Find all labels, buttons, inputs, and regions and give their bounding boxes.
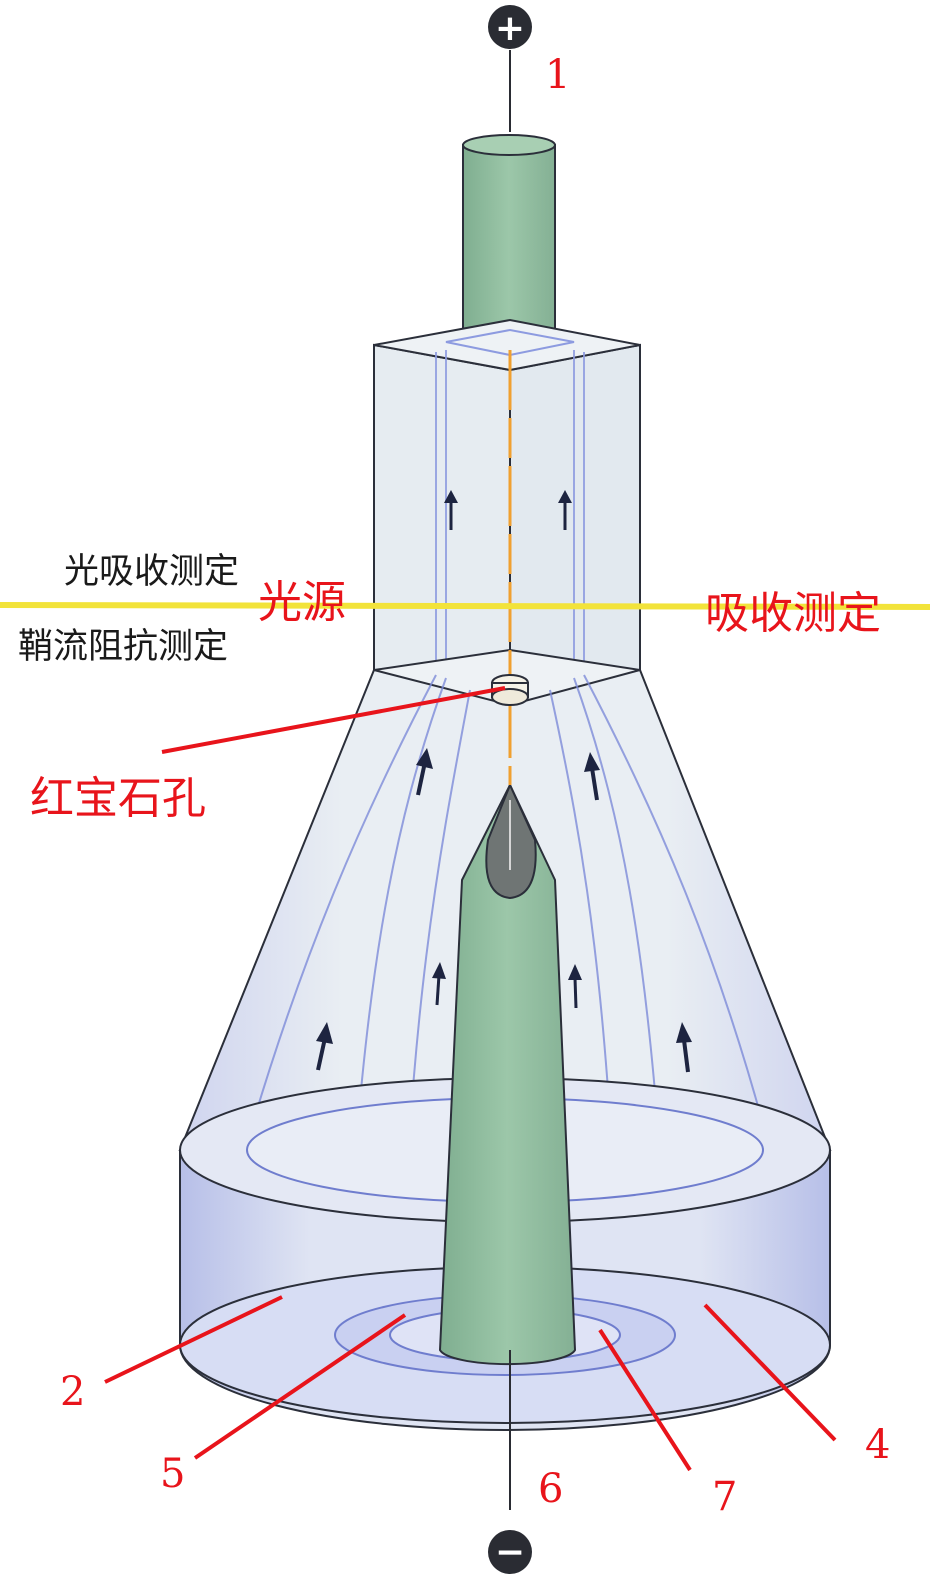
label-light-source: 光源 <box>258 577 346 628</box>
label-light-absorption: 光吸收测定 <box>64 552 239 592</box>
light-beam <box>0 602 930 610</box>
arrow-up-icon <box>584 752 600 801</box>
leader-lines <box>104 686 837 1472</box>
negative-electrode-terminal: − <box>488 1350 532 1574</box>
flow-arrows <box>316 490 692 1073</box>
upper-channel-box <box>373 318 641 707</box>
arrow-up-icon <box>416 748 433 796</box>
upper-electrode <box>462 134 556 346</box>
label-7: 7 <box>712 1474 737 1520</box>
label-ruby-aperture: 红宝石孔 <box>30 773 206 824</box>
label-2: 2 <box>60 1369 85 1415</box>
arrow-up-icon <box>568 964 582 1009</box>
ruby-aperture <box>491 674 529 706</box>
positive-electrode-terminal: + <box>488 5 532 132</box>
plus-icon: + <box>495 8 525 49</box>
arrow-up-icon <box>316 1022 333 1071</box>
sample-nozzle <box>438 782 577 1366</box>
label-4: 4 <box>865 1422 890 1468</box>
label-1: 1 <box>545 52 570 98</box>
arrow-up-icon <box>676 1022 692 1073</box>
label-5: 5 <box>160 1451 185 1497</box>
arrow-up-icon <box>432 962 446 1006</box>
minus-icon: − <box>495 1532 525 1573</box>
label-sheath-impedance: 鞘流阻抗测定 <box>18 627 228 667</box>
arrow-up-icon <box>444 490 458 530</box>
label-absorption-measure: 吸收测定 <box>705 588 881 639</box>
arrow-up-icon <box>558 490 572 530</box>
label-6: 6 <box>538 1466 563 1512</box>
